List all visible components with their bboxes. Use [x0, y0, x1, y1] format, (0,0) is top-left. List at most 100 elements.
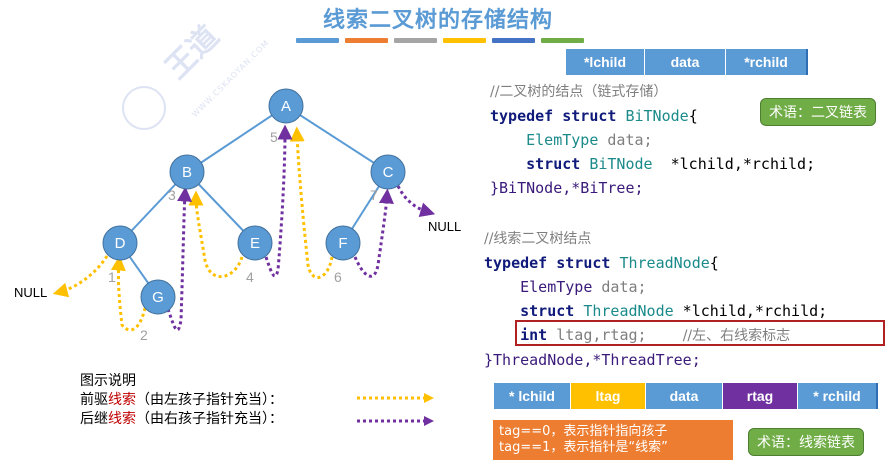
succ-thread-g [166, 186, 193, 332]
code-type: ElemType [520, 278, 593, 296]
pred-thread-e [188, 190, 244, 279]
tree-node-circle [325, 225, 361, 261]
succ-thread-c [396, 185, 436, 217]
threadnode-field: ltag [571, 383, 646, 409]
code-brace: { [688, 107, 698, 125]
tree-node-A: A [268, 88, 304, 124]
tree-node-circle [268, 88, 304, 124]
tree-node-B: B [169, 154, 205, 190]
tree-node-label: B [182, 164, 192, 181]
legend-succ-arrowhead-icon [424, 416, 434, 426]
bitnode-field: *lchild [566, 49, 645, 75]
tree-node-C: C [370, 154, 406, 190]
tree-node-label: F [338, 235, 347, 252]
code-keyword: struct [562, 107, 617, 125]
threadnode-field: rtag [723, 383, 798, 409]
code-keyword: typedef [490, 107, 554, 125]
legend-succ-highlight: 线索 [108, 411, 136, 427]
code-keyword: struct [526, 155, 581, 173]
inorder-number: 2 [140, 327, 148, 343]
tree-node-label: A [281, 98, 291, 115]
tree-node-F: F [325, 225, 361, 261]
code-comment: //线索二叉树结点 [484, 231, 592, 247]
inorder-number: 3 [168, 187, 176, 203]
code-type: ThreadNode [619, 254, 710, 272]
code-keyword: struct [520, 302, 575, 320]
page-title-text: 线索二叉树的存储结构 [322, 8, 553, 33]
tree-node-circle [169, 154, 205, 190]
watermark-seal-icon [122, 86, 166, 130]
code-field: *lchild,*rchild; [652, 155, 816, 173]
tree-node-circle [370, 154, 406, 190]
tree-edge-A-C [285, 105, 389, 173]
code-keyword: typedef [484, 254, 548, 272]
null-label-left: NULL [14, 285, 47, 300]
inorder-number: 1 [108, 269, 116, 285]
legend-succ-suffix: （由右孩子指针充当）： [136, 411, 283, 427]
tree-node-circle [237, 225, 273, 261]
null-label-right: NULL [428, 219, 461, 234]
tree-node-E: E [237, 225, 273, 261]
title-bar [541, 38, 584, 43]
tree-node-label: C [383, 164, 394, 181]
tree-node-label: D [115, 235, 126, 252]
legend-succ: 后继线索（由右孩子指针充当）： [80, 410, 283, 429]
code-type: ThreadNode [583, 302, 674, 320]
code-type: BiTNode [625, 107, 689, 125]
succ-thread-f [353, 188, 394, 278]
title-bar [443, 38, 486, 43]
tree-edge-A-B [186, 105, 287, 173]
inorder-number: 5 [270, 129, 278, 145]
code-comment: //左、右线索标志 [682, 328, 791, 344]
bitnode-field: *rchild [726, 49, 808, 75]
code-closing: }ThreadNode,*ThreadTree; [484, 351, 701, 369]
code-comment: //二叉树的结点（链式存储） [490, 84, 668, 100]
legend-pred: 前驱线索（由左孩子指针充当）： [80, 391, 283, 410]
tag-note: tag==0，表示指针指向孩子 tag==1，表示指针是“线索” [493, 420, 733, 460]
title-bar [296, 38, 339, 43]
legend-pred-suffix: （由左孩子指针充当）： [136, 392, 283, 408]
code-keyword: struct [556, 254, 611, 272]
code-field: data; [592, 278, 647, 296]
bitnode-field: data [645, 49, 726, 75]
bitnode-code: //二叉树的结点（链式存储） typedef struct BiTNode{ E… [490, 79, 815, 200]
tag-note-line: tag==1，表示指针是“线索” [499, 440, 668, 455]
legend-title: 图示说明 [80, 373, 136, 389]
title-bar [394, 38, 437, 43]
threadnode-field: * lchild [494, 383, 571, 409]
tree-node-circle [140, 279, 176, 315]
code-closing: }BiTNode,*BiTree; [490, 179, 644, 197]
legend: 图示说明 前驱线索（由左孩子指针充当）： 后继线索（由右孩子指针充当）： [80, 372, 283, 429]
code-type: ElemType [526, 131, 599, 149]
threadnode-field: data [646, 383, 723, 409]
threadnode-field: * rchild [798, 383, 878, 409]
code-field: *lchild,*rchild; [673, 302, 828, 320]
code-type: BiTNode [589, 155, 653, 173]
legend-pred-highlight: 线索 [108, 392, 136, 408]
code-keyword: int [520, 326, 548, 344]
tree-node-label: G [152, 289, 164, 306]
code-field: data; [598, 131, 653, 149]
code-brace: { [709, 254, 719, 272]
legend-pred-prefix: 前驱 [80, 392, 108, 408]
pred-thread-g [110, 255, 147, 332]
pred-thread-f [289, 126, 334, 279]
title-bar [492, 38, 535, 43]
code-field: ltag,rtag; [547, 326, 647, 344]
legend-arrows [357, 393, 434, 426]
tree-node-G: G [140, 279, 176, 315]
tree-node-circle [102, 225, 138, 261]
callout-thread-linked-list: 术语：线索链表 [748, 428, 864, 456]
bitnode-field-strip: *lchild data *rchild [566, 49, 808, 75]
legend-pred-arrowhead-icon [424, 393, 434, 403]
pred-thread-d [52, 255, 109, 298]
succ-thread-e [264, 124, 293, 278]
inorder-number: 6 [334, 269, 342, 285]
inorder-number: 4 [246, 269, 254, 285]
title-underline-bars [296, 38, 584, 43]
callout-binary-linked-list: 术语：二叉链表 [760, 98, 876, 126]
legend-succ-prefix: 后继 [80, 411, 108, 427]
tree-node-D: D [102, 225, 138, 261]
